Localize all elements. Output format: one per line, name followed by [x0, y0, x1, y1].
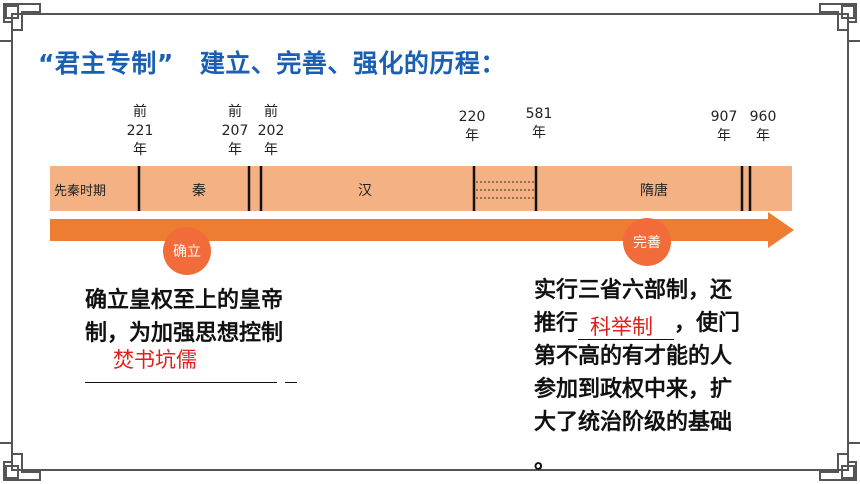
timeline-bar: 先秦时期 秦 汉 隋唐 [50, 166, 792, 211]
right-line-1: 实行三省六部制，还 [534, 278, 733, 303]
period-sui-tang: 隋唐 [640, 183, 668, 199]
right-line-6: 。 [534, 449, 557, 474]
answer-blank-right: 科举制 [578, 313, 675, 340]
period-pre-qin: 先秦时期 [54, 184, 107, 199]
timeline-dividers [137, 166, 752, 211]
left-line-3: 焚书坑儒 [85, 348, 325, 383]
right-paragraph: 实行三省六部制，还 推行科举制，使门 第不高的有才能的人 参加到政权中来，扩 大… [534, 274, 774, 478]
answer-blank-left [85, 356, 277, 383]
left-line-2: 制，为加强思想控制 [85, 321, 284, 346]
answer-right: 科举制 [590, 315, 654, 339]
left-paragraph: 确立皇权至上的皇帝 制，为加强思想控制 焚书坑儒 [85, 284, 325, 383]
page-title: “君主专制” 建立、完善、强化的历程： [38, 44, 506, 80]
answer-left: 焚书坑儒 [113, 348, 197, 372]
timeline-arrow [50, 219, 770, 241]
right-line-4: 参加到政权中来，扩 [534, 377, 733, 402]
blank-tail [284, 356, 297, 383]
stage-badge-perfected: 完善 [623, 218, 671, 266]
arrow-head [768, 212, 794, 248]
period-qin: 秦 [192, 183, 206, 199]
stage-badge-established: 确立 [163, 227, 211, 275]
right-line-5: 大了统治阶级的基础 [534, 410, 733, 435]
period-han: 汉 [358, 183, 372, 199]
right-line-3: 第不高的有才能的人 [534, 344, 733, 369]
right-line-2: 推行科举制，使门 [534, 307, 774, 340]
left-line-1: 确立皇权至上的皇帝 [85, 288, 284, 313]
title-part1: “君主专制” [38, 49, 174, 78]
title-part2: 建立、完善、强化的历程： [199, 49, 506, 78]
